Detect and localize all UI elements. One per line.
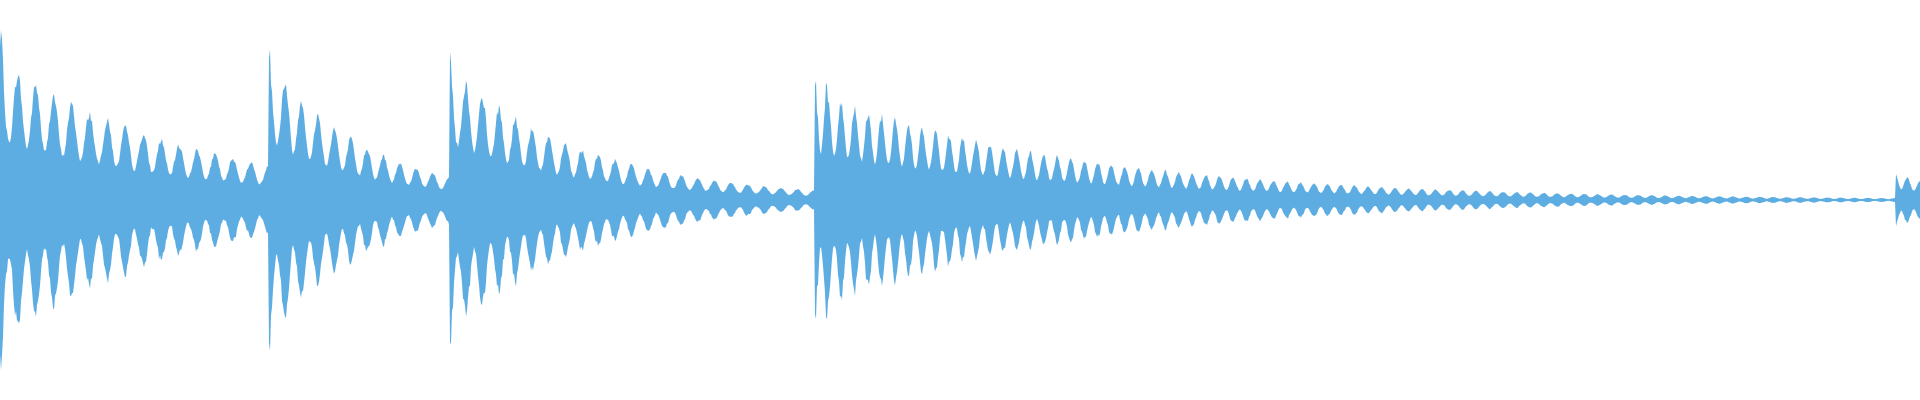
waveform-path (0, 30, 1920, 371)
